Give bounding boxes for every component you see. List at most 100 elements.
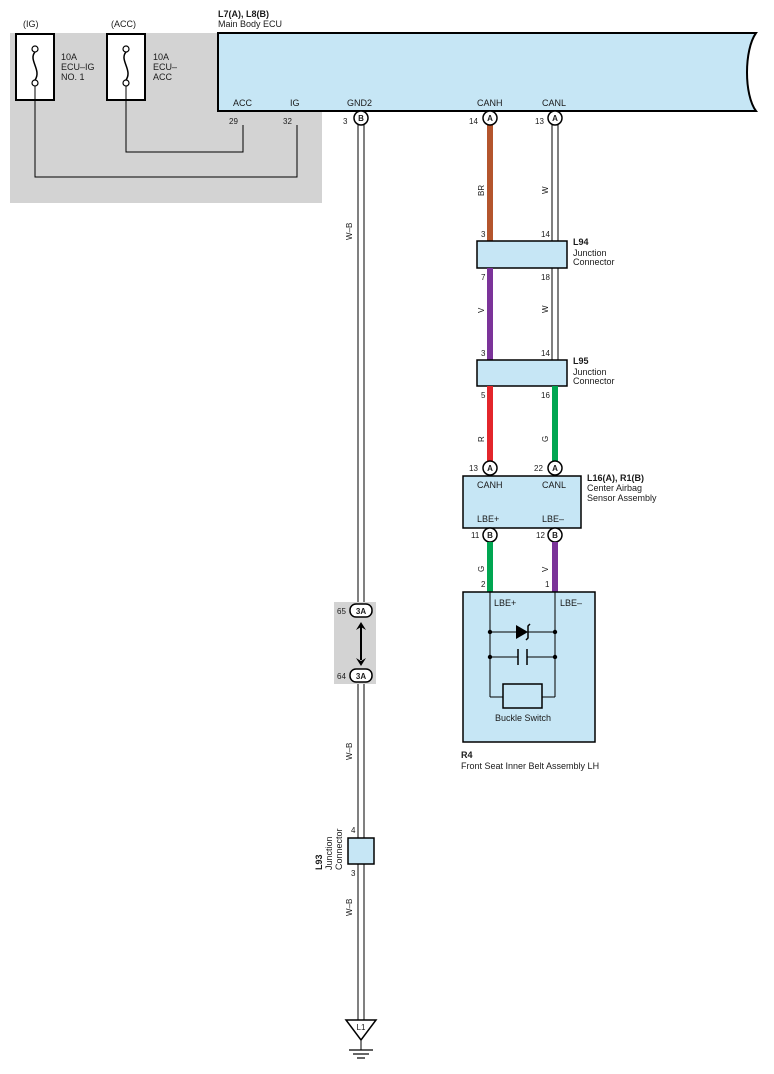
- connector-b-lbe-plus: B: [482, 527, 498, 543]
- l95-desc1: Junction: [573, 367, 607, 377]
- airbag-pin-canl: 22: [534, 464, 543, 473]
- airbag-pin-lbe-plus: 11: [471, 531, 480, 540]
- ecu-term-ig: IG: [290, 98, 300, 108]
- wire-acc-feed: [125, 86, 244, 153]
- l95-desc2: Connector: [573, 376, 615, 386]
- l94-desc1: Junction: [573, 248, 607, 258]
- fuse-icon: [32, 51, 38, 81]
- belt-pin-plus: 2: [481, 580, 486, 589]
- pin-canh: 14: [469, 117, 478, 126]
- ecu-box: [217, 32, 758, 112]
- wire-label-w2: W: [541, 305, 550, 313]
- ecu-term-gnd2: GND2: [347, 98, 372, 108]
- ecu-code: L7(A), L8(B): [218, 9, 269, 19]
- zener-diode-icon: [516, 623, 531, 641]
- wire-canl-w-mid: [551, 268, 559, 360]
- connector-a-airbag-canl: A: [547, 460, 563, 476]
- airbag-name1: Center Airbag: [587, 483, 642, 493]
- l95-pin-top-l: 14: [541, 349, 550, 358]
- pin-ig: 32: [283, 117, 292, 126]
- wire-label-br: BR: [477, 185, 486, 196]
- fuse-acc-supply: (ACC): [111, 19, 136, 29]
- svg-text:A: A: [487, 464, 493, 473]
- ecu-term-acc: ACC: [233, 98, 253, 108]
- wire-label-wb-3: W–B: [345, 899, 354, 916]
- connector-a-airbag-canh: A: [482, 460, 498, 476]
- connector-a-canl: A: [547, 110, 563, 126]
- l93-pin-top: 4: [351, 826, 356, 835]
- wire-gnd-wb: [357, 125, 365, 1020]
- wire-label-r: R: [477, 436, 486, 442]
- wire-canl-w-top: [551, 125, 559, 241]
- belt-pin-minus: 1: [545, 580, 550, 589]
- splice-arrow-down-icon: [356, 658, 366, 666]
- svg-text:B: B: [552, 531, 558, 540]
- svg-text:A: A: [552, 464, 558, 473]
- fuse-acc-name1: ECU–: [153, 62, 177, 72]
- svg-text:B: B: [487, 531, 493, 540]
- wire-canh-r: [487, 386, 493, 462]
- buckle-switch-label: Buckle Switch: [495, 713, 551, 723]
- wire-canh-v: [487, 268, 493, 360]
- fuse-ig-name2: NO. 1: [61, 72, 85, 82]
- wire-label-wb-2: W–B: [345, 743, 354, 760]
- splice-bottom: 3A 64: [337, 668, 373, 683]
- svg-text:3A: 3A: [356, 607, 366, 616]
- wire-lbe-minus-v: [552, 542, 558, 592]
- l95-pin-bot-h: 5: [481, 391, 486, 400]
- belt-code: R4: [461, 750, 473, 760]
- l94-code: L94: [573, 237, 589, 247]
- splice-top: 3A 65: [337, 603, 373, 618]
- l94-pin-bot-l: 18: [541, 273, 550, 282]
- belt-lbe-minus: LBE–: [560, 598, 582, 608]
- l93-desc2: Connector: [334, 828, 344, 870]
- airbag-lbe-plus: LBE+: [477, 514, 499, 524]
- connector-b-gnd2: B: [353, 110, 369, 126]
- l95-box: [476, 359, 568, 387]
- airbag-lbe-minus: LBE–: [542, 514, 564, 524]
- airbag-pin-canh: 13: [469, 464, 478, 473]
- wire-canl-g: [552, 386, 558, 462]
- ecu-term-canh: CANH: [477, 98, 503, 108]
- belt-name: Front Seat Inner Belt Assembly LH: [461, 761, 599, 771]
- wire-lbe-plus-g: [487, 542, 493, 592]
- l94-pin-top-h: 3: [481, 230, 486, 239]
- buckle-switch-icon: [502, 683, 543, 709]
- wire-label-g2: G: [477, 566, 486, 572]
- l94-box: [476, 240, 568, 269]
- fuse-ig-name1: ECU–IG: [61, 62, 95, 72]
- svg-text:L1: L1: [357, 1023, 366, 1032]
- l93-code: L93: [314, 854, 324, 870]
- wire-label-wb-1: W–B: [345, 223, 354, 240]
- wire-label-v1: V: [477, 307, 486, 313]
- wire-ig-feed: [34, 86, 298, 178]
- belt-lbe-plus: LBE+: [494, 598, 516, 608]
- l95-pin-bot-l: 16: [541, 391, 550, 400]
- l95-code: L95: [573, 356, 589, 366]
- l93-desc1: Junction: [324, 836, 334, 870]
- l94-pin-top-l: 14: [541, 230, 550, 239]
- fuse-ig-supply: (IG): [23, 19, 39, 29]
- ground-l1: L1: [344, 1019, 378, 1059]
- svg-text:A: A: [552, 114, 558, 123]
- l94-desc2: Connector: [573, 257, 615, 267]
- connector-a-canh: A: [482, 110, 498, 126]
- airbag-pin-lbe-minus: 12: [536, 531, 545, 540]
- airbag-canh: CANH: [477, 480, 503, 490]
- connector-b-lbe-minus: B: [547, 527, 563, 543]
- belt-assembly-box: [462, 591, 596, 743]
- svg-text:B: B: [358, 114, 364, 123]
- airbag-code: L16(A), R1(B): [587, 473, 644, 483]
- svg-text:3A: 3A: [356, 672, 366, 681]
- l95-pin-top-h: 3: [481, 349, 486, 358]
- wire-label-g1: G: [541, 436, 550, 442]
- svg-text:A: A: [487, 114, 493, 123]
- fuse-ig-amp: 10A: [61, 52, 77, 62]
- wire-label-v2: V: [541, 566, 550, 572]
- ecu-term-canl: CANL: [542, 98, 566, 108]
- airbag-canl: CANL: [542, 480, 566, 490]
- fuse-icon: [123, 51, 129, 81]
- airbag-name2: Sensor Assembly: [587, 493, 657, 503]
- splice-pin-bottom: 64: [337, 672, 346, 681]
